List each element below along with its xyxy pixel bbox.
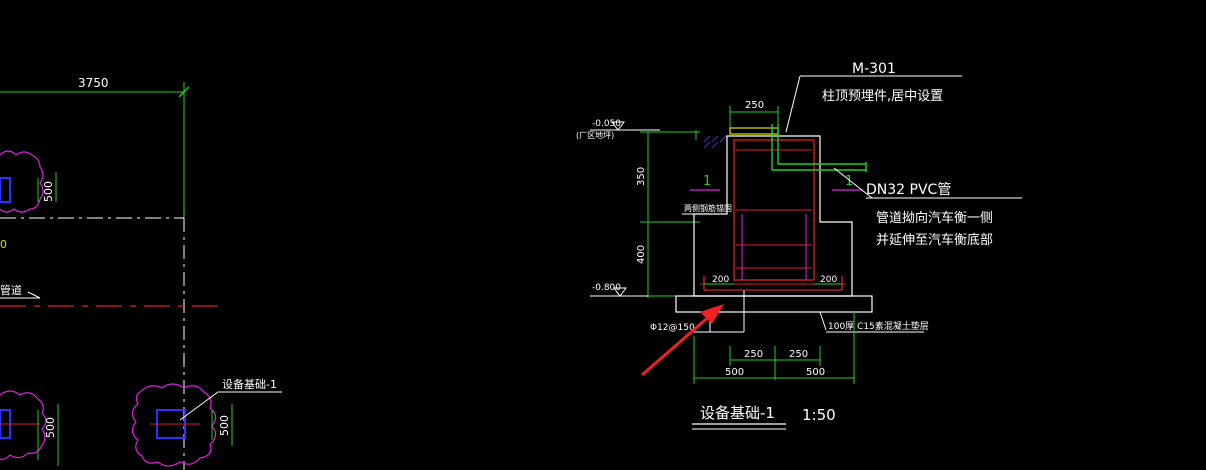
elevation-symbol-top [611,121,625,131]
concrete-outline [693,135,853,297]
elev-bottom: -0.800 [592,283,621,293]
red-annotation-arrow [641,304,724,377]
dim-500-c: 500 [218,415,231,436]
dim-400: 400 [636,245,647,264]
pipe-label: DN32 PVC管 [866,182,951,198]
dim-350: 350 [636,167,647,186]
dim-200-left: 200 [712,275,729,285]
arrow-head [700,304,724,324]
dim-250-b1: 250 [744,349,763,360]
bed-leader [819,311,827,331]
dim-3750-text: 3750 [78,76,109,90]
bed-note: 100厚 C15素混凝土垫层 [828,320,929,332]
dim-tick [178,86,190,98]
dim-250-top: 250 [745,100,764,111]
leader-line [179,391,219,421]
foundation-section: M-301 柱顶预埋件,居中设置 250 -0.050 (厂区地坪) 350 4… [576,61,1022,430]
pipe-note-1: 管道拗向汽车衡一侧 [876,210,993,226]
embed-note: 柱顶预埋件,居中设置 [822,89,943,104]
pipe-leader [833,167,873,199]
base-pad [675,295,873,313]
dim-200-right: 200 [820,275,837,285]
ground-hatch [703,135,727,149]
drawing-scale: 1:50 [802,406,836,424]
foundation-outline-1 [0,177,11,203]
rebar-note: 两侧钢筋锚固 [684,203,732,213]
embed-leader-slant [785,75,801,133]
revision-cloud-3 [131,383,217,467]
rebar-bottom-mat [703,276,843,291]
dim-250-b2: 250 [789,349,808,360]
revision-cloud-2 [0,390,47,461]
pipe-arrow-line [27,291,41,299]
equip-label-plan: 设备基础-1 [222,377,277,391]
elev-top-note: (厂区地坪) [576,130,614,140]
elev-top: -0.050 [592,119,621,129]
dim-500-a: 500 [42,181,55,202]
rebar-spec: Φ12@150 [650,323,695,333]
pipe-note-2: 并延伸至汽车衡底部 [876,232,993,248]
rebar-cage-upper [733,139,815,281]
pipe-text-fragment: 管道 [0,283,22,297]
arrow-shaft [641,312,713,377]
embed-plate [729,127,779,135]
dim-500-b: 500 [44,417,57,438]
number-fragment: 0 [0,238,7,251]
section-mark-left: 1 [703,174,711,189]
dim-500-b2: 500 [806,367,825,378]
revision-cloud-1 [0,150,44,213]
elevation-symbol-bottom [613,287,627,297]
section-mark-right: 1 [845,174,853,189]
dim-500-b1: 500 [725,367,744,378]
left-plan: 3750 管道 0 500 500 500 设备基础- [0,76,282,470]
drawing-title: 设备基础-1 [700,404,775,422]
embed-code: M-301 [852,61,896,77]
